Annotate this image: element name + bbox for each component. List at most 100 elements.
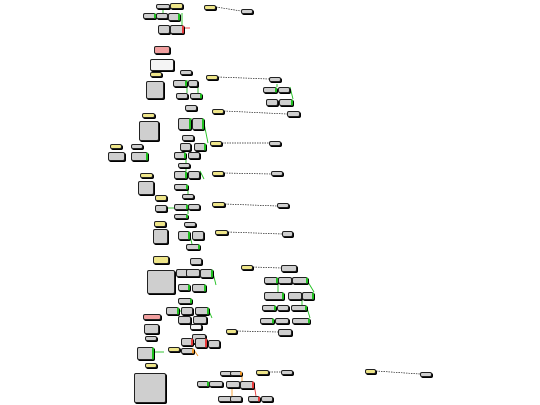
graph-node-46[interactable] [271,171,283,176]
graph-node-78[interactable] [292,277,308,284]
graph-node-21[interactable] [263,87,277,93]
graph-node-26[interactable] [287,111,300,117]
graph-node-118[interactable] [261,396,273,402]
graph-node-96[interactable] [190,324,202,330]
comment-node-49[interactable] [140,173,153,178]
graph-node-36[interactable] [174,152,186,159]
graph-node-13[interactable] [180,70,192,75]
graph-node-5[interactable] [158,25,170,34]
graph-node-61[interactable] [178,231,190,240]
comment-node-45[interactable] [212,171,224,176]
graph-node-98[interactable] [181,338,193,346]
graph-node-68[interactable] [190,258,202,265]
graph-node-24[interactable] [279,99,293,106]
comment-node-27[interactable] [142,113,155,118]
graph-node-87[interactable] [277,305,289,311]
graph-node-6[interactable] [170,25,184,34]
graph-node-91[interactable] [260,318,274,324]
comment-node-63[interactable] [215,230,228,235]
graph-node-82[interactable] [178,298,192,304]
graph-node-89[interactable] [178,316,191,324]
graph-node-30[interactable] [192,118,204,130]
comment-node-51[interactable] [155,195,167,201]
graph-node-37[interactable] [188,152,200,159]
graph-node-58[interactable] [184,222,196,227]
graph-node-31[interactable] [182,135,194,141]
graph-node-8[interactable] [241,9,253,14]
graph-node-84[interactable] [181,307,193,315]
graph-node-112[interactable] [209,381,223,387]
graph-node-44[interactable] [188,171,200,179]
graph-node-99[interactable] [195,338,207,348]
graph-node-53[interactable] [174,204,188,210]
graph-node-110[interactable] [230,371,242,376]
graph-node-90[interactable] [193,316,207,324]
graph-node-92[interactable] [275,318,289,324]
graph-node-76[interactable] [264,277,278,284]
graph-node-104[interactable] [137,347,154,360]
comment-node-38[interactable] [110,144,122,149]
graph-node-65[interactable] [186,244,200,250]
graph-node-106[interactable] [181,348,194,354]
comment-node-11[interactable] [150,72,162,77]
graph-node-85[interactable] [195,307,209,315]
graph-node-42[interactable] [178,163,190,168]
graph-node-67[interactable] [147,270,175,294]
graph-node-0[interactable] [156,4,170,9]
comment-node-7[interactable] [204,5,216,10]
graph-node-22[interactable] [278,87,290,93]
graph-node-33[interactable] [194,143,206,151]
graph-node-120[interactable] [281,370,293,375]
comment-node-107[interactable] [145,363,157,368]
comment-node-34[interactable] [210,141,222,146]
graph-node-48[interactable] [182,194,194,199]
comment-node-25[interactable] [212,109,224,114]
graph-node-100[interactable] [208,340,220,348]
error-node-94[interactable] [143,314,161,320]
graph-node-41[interactable] [131,152,148,161]
comment-node-105[interactable] [168,347,180,352]
graph-node-79[interactable] [264,292,284,300]
comment-node-55[interactable] [212,202,225,207]
graph-node-10[interactable] [150,59,174,71]
error-node-9[interactable] [154,46,170,54]
graph-node-15[interactable] [188,80,198,87]
graph-node-111[interactable] [197,381,209,387]
graph-node-2[interactable] [143,13,156,19]
graph-node-39[interactable] [108,152,125,161]
graph-node-80[interactable] [288,292,302,300]
graph-node-122[interactable] [420,372,432,377]
graph-node-83[interactable] [166,307,179,315]
graph-node-29[interactable] [178,118,191,130]
graph-node-81[interactable] [302,292,314,300]
graph-node-114[interactable] [240,381,254,389]
graph-node-47[interactable] [174,184,188,190]
graph-node-43[interactable] [174,171,187,179]
graph-node-12[interactable] [146,81,164,99]
graph-node-35[interactable] [269,141,281,146]
graph-node-116[interactable] [230,396,242,402]
graph-node-117[interactable] [248,396,260,402]
comment-node-101[interactable] [226,329,237,334]
graph-node-20[interactable] [269,77,281,82]
graph-node-93[interactable] [292,318,310,324]
graph-node-50[interactable] [138,181,154,195]
graph-node-28[interactable] [139,121,159,141]
graph-node-108[interactable] [134,373,166,403]
graph-node-60[interactable] [153,229,168,244]
graph-node-54[interactable] [188,204,200,210]
graph-node-14[interactable] [173,80,187,87]
graph-node-88[interactable] [291,305,307,311]
comment-node-19[interactable] [206,75,218,80]
graph-node-102[interactable] [278,329,292,336]
graph-node-4[interactable] [168,13,180,21]
comment-node-66[interactable] [153,256,169,264]
graph-node-32[interactable] [180,143,191,151]
graph-node-56[interactable] [277,203,289,208]
graph-node-62[interactable] [192,231,204,240]
graph-node-103[interactable] [145,336,157,341]
comment-node-59[interactable] [154,221,166,227]
graph-node-72[interactable] [178,284,190,291]
graph-node-52[interactable] [155,205,167,212]
